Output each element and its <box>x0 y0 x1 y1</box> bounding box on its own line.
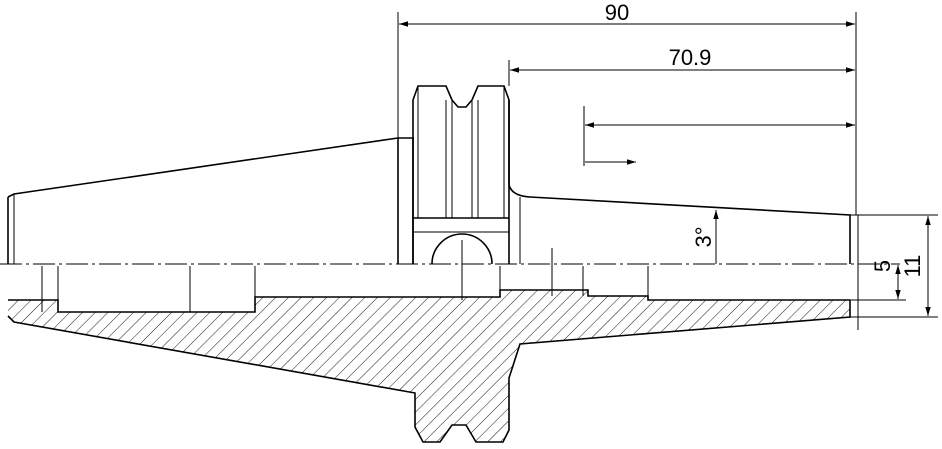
dim-bore-small: 5 <box>870 260 895 272</box>
nose-taper <box>508 100 851 264</box>
dim-bore-large: 11 <box>900 255 925 278</box>
taper-shank <box>7 137 399 264</box>
flange <box>398 137 414 264</box>
dim-taper-length: 70.9 <box>669 45 712 70</box>
flange-groove <box>412 85 510 264</box>
section-hatch <box>8 290 850 442</box>
dim-overall-length: 90 <box>605 0 629 25</box>
drive-slot <box>431 233 493 265</box>
dim-taper-angle: 3° <box>691 226 716 247</box>
section-outline <box>7 300 851 443</box>
